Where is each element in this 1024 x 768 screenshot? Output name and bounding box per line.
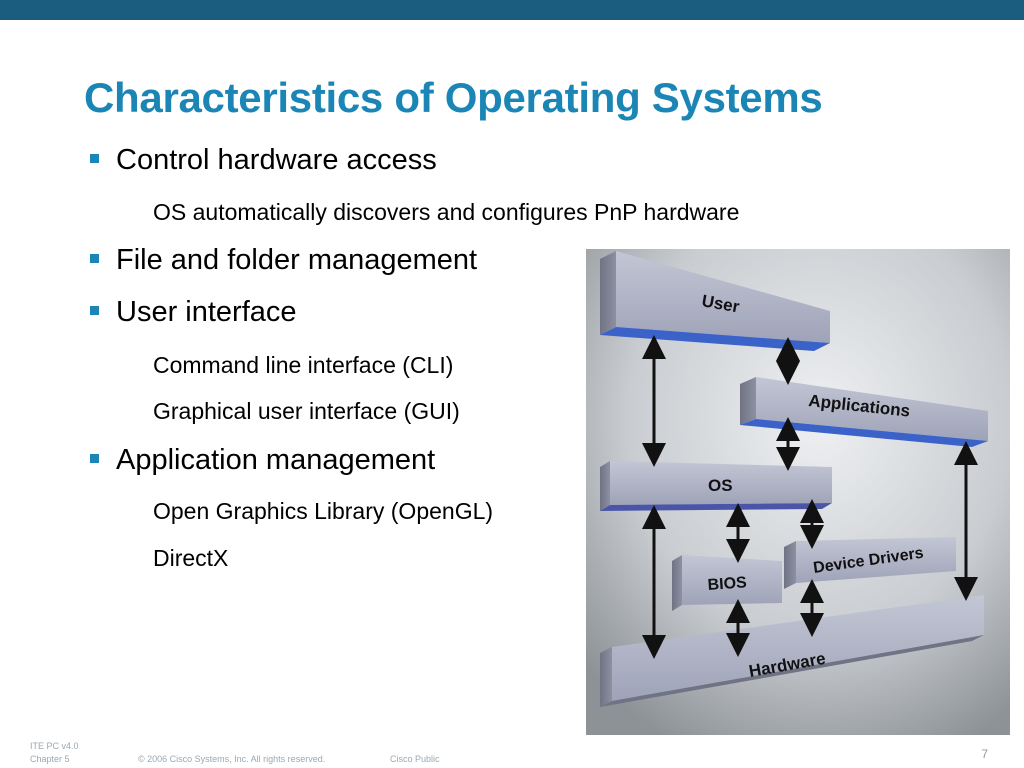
footer-course: ITE PC v4.0 <box>30 741 79 751</box>
applications-layer: Applications <box>740 377 988 447</box>
bullet-text: File and folder management <box>116 244 478 276</box>
bios-layer: BIOS <box>672 555 782 611</box>
square-bullet-icon <box>90 305 99 315</box>
bios-layer-label: BIOS <box>707 574 748 594</box>
sub-bullet-item: Graphical user interface (GUI) <box>153 398 460 424</box>
footer-copyright: © 2006 Cisco Systems, Inc. All rights re… <box>138 754 326 764</box>
bullet-text: Application management <box>116 444 436 476</box>
hardware-layer: Hardware <box>600 595 984 707</box>
square-bullet-icon <box>90 153 99 163</box>
user-layer: User <box>600 251 830 351</box>
os-layers-diagram: User Applications OS BIOS Device Drivers <box>586 249 1010 735</box>
footer-classification: Cisco Public <box>390 754 440 764</box>
sub-bullet-item: DirectX <box>153 545 229 571</box>
os-layer-label: OS <box>708 476 733 495</box>
bullet-item: Control hardware access <box>90 144 437 177</box>
sub-bullet-item: OS automatically discovers and configure… <box>153 199 740 225</box>
bullet-item: Application management <box>90 444 435 477</box>
footer-chapter: Chapter 5 <box>30 754 70 764</box>
sub-bullet-item: Command line interface (CLI) <box>153 352 454 378</box>
os-layer: OS <box>600 461 832 511</box>
square-bullet-icon <box>90 253 99 263</box>
sub-bullet-item: Open Graphics Library (OpenGL) <box>153 498 494 524</box>
os-layers-illustration: User Applications OS BIOS Device Drivers <box>586 249 1010 735</box>
top-banner <box>0 0 1024 20</box>
bullet-text: Control hardware access <box>116 144 437 176</box>
bullet-item: File and folder management <box>90 244 477 277</box>
square-bullet-icon <box>90 453 99 463</box>
device-drivers-layer: Device Drivers <box>784 537 956 589</box>
bullet-item: User interface <box>90 296 297 329</box>
bullet-text: User interface <box>116 296 297 328</box>
slide-title: Characteristics of Operating Systems <box>84 74 823 121</box>
page-number: 7 <box>981 747 988 761</box>
layer-arrows <box>642 335 978 659</box>
